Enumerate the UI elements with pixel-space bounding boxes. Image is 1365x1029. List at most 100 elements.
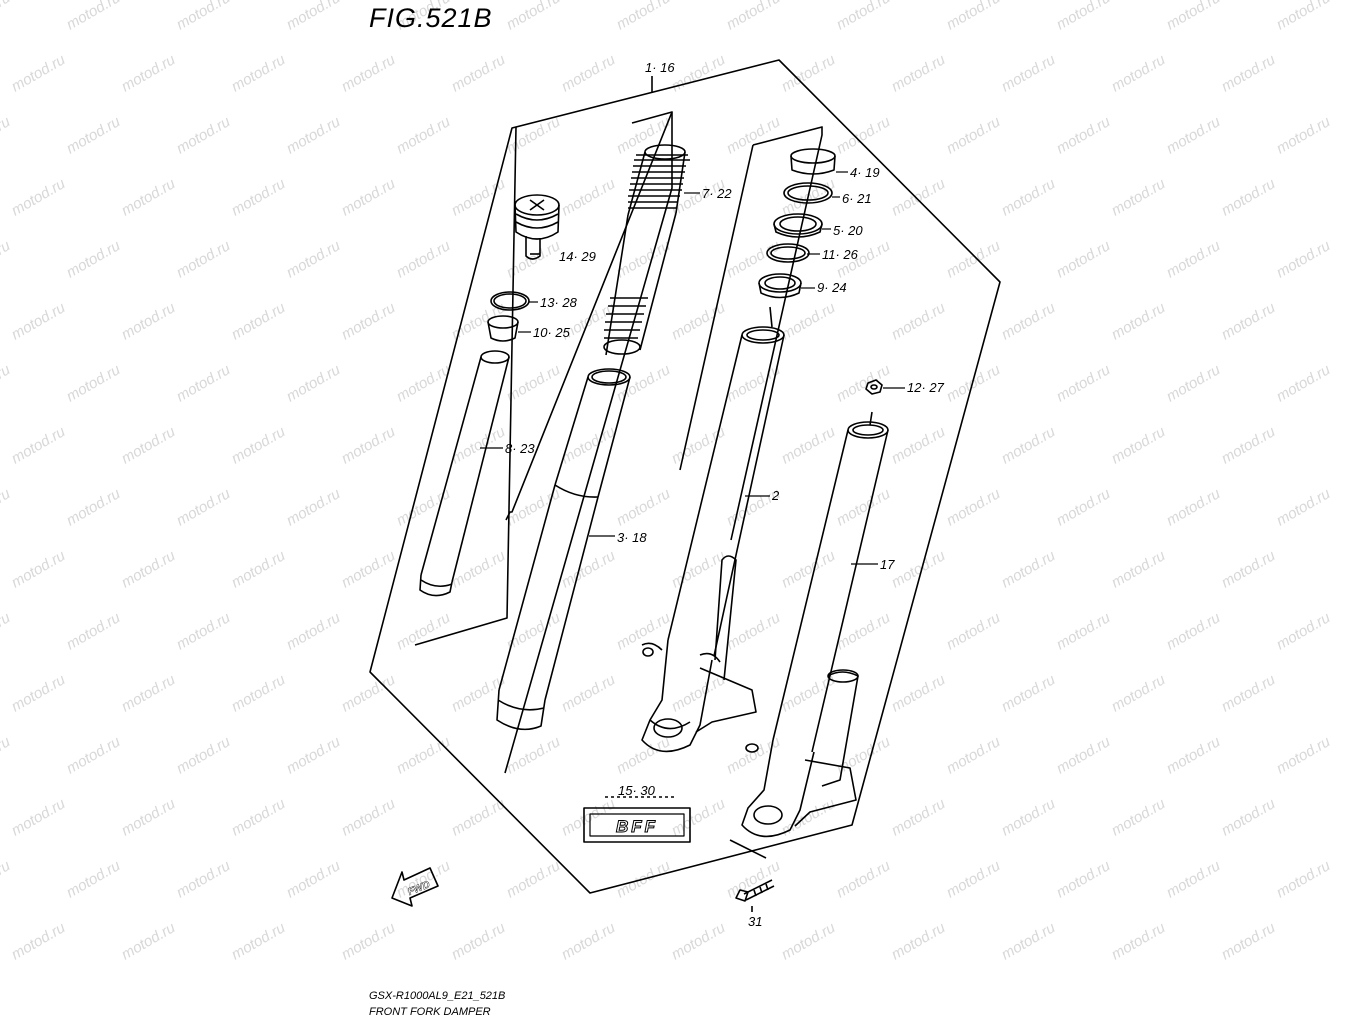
watermark-text: motod.ru (339, 671, 399, 716)
watermark-text: motod.ru (834, 485, 894, 530)
watermark-text: motod.ru (999, 795, 1059, 840)
watermark-text: motod.ru (394, 237, 454, 282)
watermark-text: motod.ru (944, 237, 1004, 282)
damper-group-outline (414, 126, 517, 646)
part-label-p9: 9· 24 (817, 280, 847, 295)
watermark-text: motod.ru (944, 113, 1004, 158)
fork-cap-bolt-part (514, 194, 560, 260)
watermark-text: motod.ru (1219, 671, 1279, 716)
watermark-text: motod.ru (119, 671, 179, 716)
part-label-p6: 6· 21 (842, 191, 872, 206)
watermark-text: motod.ru (119, 51, 179, 96)
watermark-text: motod.ru (339, 423, 399, 468)
watermark-text: motod.ru (339, 547, 399, 592)
watermark-text: motod.ru (1109, 919, 1169, 964)
watermark-text: motod.ru (724, 361, 784, 406)
watermark-text: motod.ru (64, 609, 124, 654)
part-label-p4: 4· 19 (850, 165, 880, 180)
watermark-text: motod.ru (339, 51, 399, 96)
watermark-text: motod.ru (64, 857, 124, 902)
watermark-text: motod.ru (1164, 113, 1224, 158)
watermark-text: motod.ru (339, 299, 399, 344)
outer-tube-right-part (741, 411, 889, 838)
watermark-text: motod.ru (1219, 547, 1279, 592)
watermark-text: motod.ru (229, 51, 289, 96)
outer-tube-group-outline (679, 144, 754, 471)
watermark-text: motod.ru (889, 795, 949, 840)
watermark-text: motod.ru (0, 0, 14, 33)
watermark-text: motod.ru (1054, 237, 1114, 282)
bolt-part (735, 879, 775, 902)
watermark-text: motod.ru (1164, 609, 1224, 654)
watermark-text: motod.ru (504, 485, 564, 530)
footer-model-code: GSX-R1000AL9_E21_521B (369, 990, 506, 1002)
watermark-text: motod.ru (1054, 485, 1114, 530)
watermark-text: motod.ru (999, 299, 1059, 344)
watermark-text: motod.ru (9, 795, 69, 840)
watermark-text: motod.ru (889, 547, 949, 592)
slide-bushing-part (790, 148, 836, 175)
watermark-text: motod.ru (944, 485, 1004, 530)
outer-tube-left-part (641, 306, 785, 753)
damper-tube-part (419, 350, 510, 597)
watermark-text: motod.ru (119, 919, 179, 964)
watermark-text: motod.ru (9, 423, 69, 468)
watermark-text: motod.ru (779, 547, 839, 592)
watermark-text: motod.ru (1109, 547, 1169, 592)
watermark-text: motod.ru (1219, 919, 1279, 964)
watermark-text: motod.ru (1109, 795, 1169, 840)
watermark-text: motod.ru (284, 0, 344, 33)
watermark-text: motod.ru (339, 919, 399, 964)
part-label-p10: 10· 25 (533, 325, 571, 340)
watermark-text: motod.ru (449, 547, 509, 592)
watermark-text: motod.ru (9, 671, 69, 716)
watermark-text: motod.ru (339, 795, 399, 840)
watermark-text: motod.ru (0, 609, 14, 654)
watermark-text: motod.ru (174, 485, 234, 530)
watermark-text: motod.ru (1109, 175, 1169, 220)
watermark-text: motod.ru (504, 609, 564, 654)
watermark-text: motod.ru (1164, 485, 1224, 530)
dust-seal-part (758, 273, 802, 299)
spring-group-outline (505, 111, 673, 521)
watermark-text: motod.ru (174, 857, 234, 902)
watermark-text: motod.ru (614, 0, 674, 33)
watermark-text: motod.ru (1274, 113, 1334, 158)
watermark-text: motod.ru (1274, 485, 1334, 530)
watermark-text: motod.ru (944, 609, 1004, 654)
watermark-text: motod.ru (1219, 175, 1279, 220)
watermark-text: motod.ru (174, 0, 234, 33)
part-label-p3: 3· 18 (617, 530, 647, 545)
watermark-text: motod.ru (1164, 361, 1224, 406)
oil-seal-part (773, 213, 823, 238)
watermark-text: motod.ru (944, 857, 1004, 902)
watermark-text: motod.ru (669, 671, 729, 716)
watermark-text: motod.ru (9, 919, 69, 964)
watermark-text: motod.ru (119, 795, 179, 840)
part-label-p5: 5· 20 (833, 223, 863, 238)
watermark-text: motod.ru (834, 609, 894, 654)
watermark-text: motod.ru (119, 423, 179, 468)
part-label-p8: 8· 23 (505, 441, 535, 456)
watermark-text: motod.ru (174, 113, 234, 158)
watermark-text: motod.ru (229, 671, 289, 716)
watermark-text: motod.ru (999, 671, 1059, 716)
watermark-text: motod.ru (504, 113, 564, 158)
watermark-text: motod.ru (1109, 423, 1169, 468)
watermark-text: motod.ru (1054, 609, 1114, 654)
watermark-text: motod.ru (394, 609, 454, 654)
part-label-p1: 1· 16 (645, 60, 675, 75)
watermark-text: motod.ru (229, 795, 289, 840)
watermark-text: motod.ru (669, 299, 729, 344)
watermark-text: motod.ru (1054, 0, 1114, 33)
watermark-text: motod.ru (1109, 299, 1169, 344)
watermark-text: motod.ru (944, 733, 1004, 778)
watermark-text: motod.ru (64, 0, 124, 33)
watermark-text: motod.ru (9, 51, 69, 96)
spacer-ring-part (783, 182, 833, 204)
watermark-text: motod.ru (889, 51, 949, 96)
watermark-text: motod.ru (64, 113, 124, 158)
watermark-text: motod.ru (1219, 423, 1279, 468)
watermark-text: motod.ru (1274, 857, 1334, 902)
